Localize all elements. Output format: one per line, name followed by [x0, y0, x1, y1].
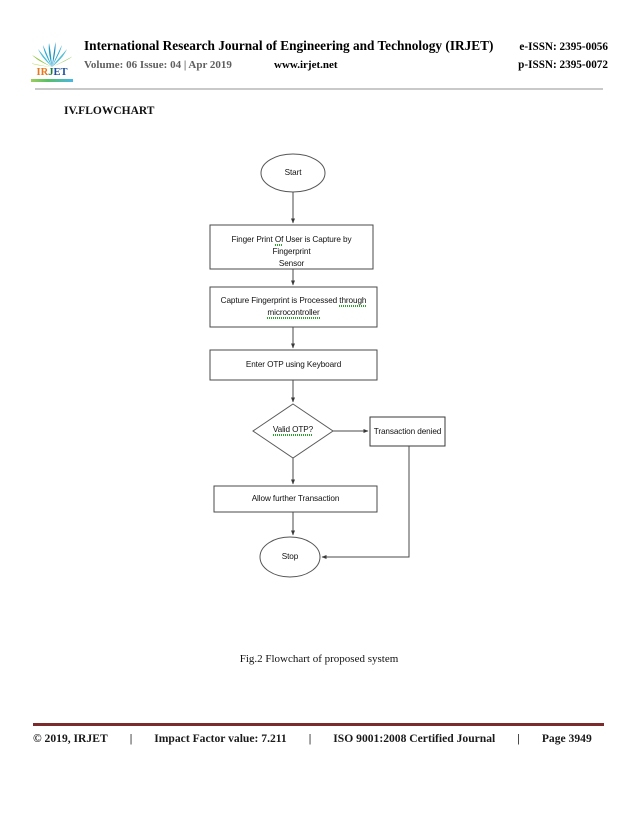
- p-issn: p-ISSN: 2395-0072: [518, 59, 608, 71]
- header-divider: [35, 88, 603, 90]
- logo-wordmark-ir: IR: [36, 67, 49, 78]
- flow-label-enter-otp: Enter OTP using Keyboard: [245, 360, 342, 369]
- footer-separator-1: |: [129, 732, 133, 745]
- journal-website: www.irjet.net: [274, 59, 338, 71]
- header-line-1: International Research Journal of Engine…: [84, 38, 608, 54]
- e-issn: e-ISSN: 2395-0056: [519, 41, 608, 53]
- logo-wordmark-et: ET: [53, 67, 68, 78]
- footer-separator-2: |: [308, 732, 312, 745]
- logo-underline-bar: [31, 79, 73, 82]
- flow-label-decision: Valid OTP?: [258, 424, 328, 436]
- flow-label-process-misspelled-2: microcontroller: [267, 308, 320, 317]
- volume-issue: Volume: 06 Issue: 04 | Apr 2019: [84, 59, 232, 71]
- flow-label-capture-misspelled: Of: [274, 235, 284, 244]
- logo-wordmark: IRJET: [30, 67, 74, 78]
- footer-impact-factor: Impact Factor value: 7.211: [154, 732, 287, 745]
- footer-divider: [33, 723, 604, 726]
- flow-label-process-part1: Capture Fingerprint is Processed: [220, 296, 340, 305]
- flow-label-allow-transaction: Allow further Transaction: [251, 494, 340, 503]
- figure-caption: Fig.2 Flowchart of proposed system: [239, 653, 399, 665]
- flow-label-process-misspelled-1: through: [339, 296, 367, 305]
- flow-label-capture-part1: Finger Print: [231, 235, 275, 244]
- journal-title: International Research Journal of Engine…: [84, 38, 494, 53]
- flow-label-start: Start: [284, 168, 302, 177]
- flow-label-transaction-denied: Transaction denied: [373, 427, 442, 436]
- flow-label-capture: Finger Print Of User is Capture by Finge…: [212, 234, 371, 270]
- header-text-block: International Research Journal of Engine…: [76, 36, 608, 71]
- footer-iso-certification: ISO 9001:2008 Certified Journal: [333, 732, 496, 745]
- flow-label-capture-part2: User is Capture by Fingerprint: [272, 235, 352, 256]
- logo-fan-icon: [32, 42, 72, 67]
- flow-label-stop: Stop: [281, 552, 299, 561]
- footer-copyright: © 2019, IRJET: [33, 732, 108, 745]
- footer-separator-3: |: [517, 732, 520, 745]
- flow-label-capture-line2: Sensor: [278, 259, 305, 268]
- flow-label-decision-misspelled: Valid OTP?: [272, 425, 314, 434]
- footer-page-number: Page 3949: [541, 732, 592, 745]
- irjet-logo: IRJET: [30, 38, 76, 86]
- section-heading-flowchart: IV.FLOWCHART: [64, 105, 155, 117]
- header-line-2: Volume: 06 Issue: 04 | Apr 2019 www.irje…: [84, 59, 608, 71]
- logo-wordmark-j: J: [48, 67, 54, 78]
- journal-header: IRJET International Research Journal of …: [30, 36, 608, 86]
- flow-label-process: Capture Fingerprint is Processed through…: [212, 295, 375, 319]
- page-footer: © 2019, IRJET | Impact Factor value: 7.2…: [33, 732, 604, 745]
